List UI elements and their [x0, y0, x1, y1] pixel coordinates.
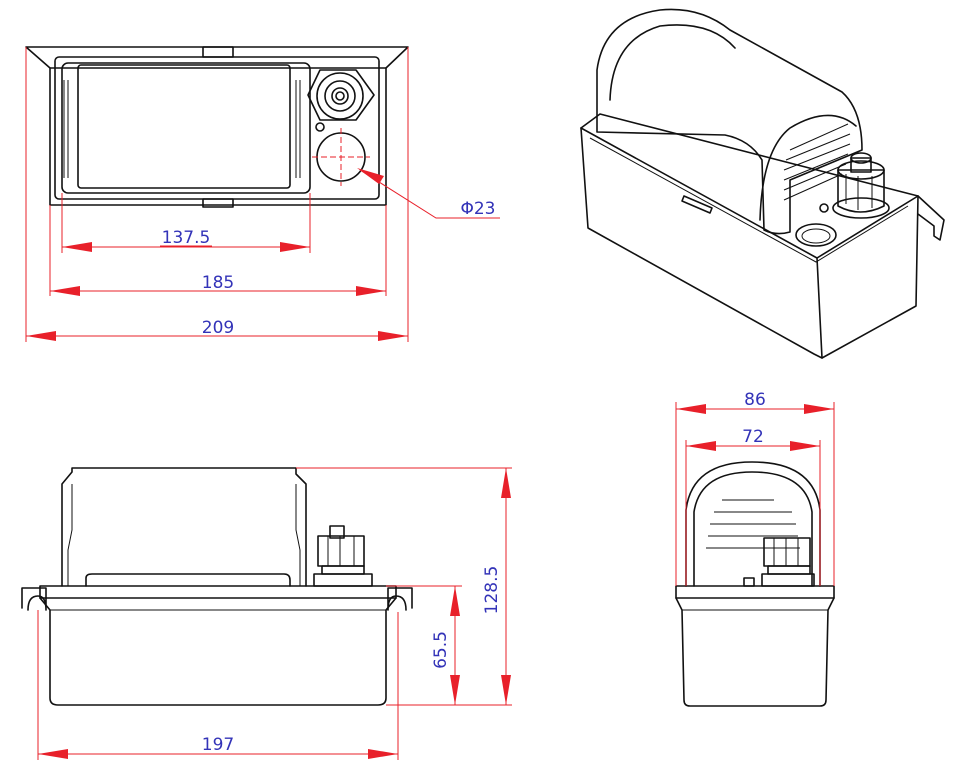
top-view-cover: [61, 62, 311, 194]
top-view-dimensions: 137.5 185 209 Φ23: [25, 47, 500, 342]
dim-185-arrow-left: [50, 286, 80, 296]
iso-tank-body: [580, 113, 919, 359]
iso-drain-hole: [795, 223, 837, 247]
top-view-cover-panel: [77, 64, 291, 189]
iso-vent-louvers: [783, 123, 851, 201]
side-view: [675, 461, 835, 707]
dim-label-128-5: 128.5: [482, 566, 502, 615]
dim-209-arrow-right: [378, 331, 408, 341]
dim-86-arrow-right: [804, 404, 834, 414]
dim-86-arrow-left: [676, 404, 706, 414]
dim-label-72: 72: [742, 427, 764, 447]
front-left-flange: [21, 587, 47, 611]
iso-motor-cover: [596, 8, 863, 235]
top-view: [25, 46, 409, 208]
front-motor-cover: [61, 467, 307, 587]
front-view: [21, 467, 413, 706]
side-outlet-nut: [743, 537, 815, 587]
dim-label-86: 86: [744, 390, 766, 410]
isometric-view: [580, 8, 945, 359]
top-view-small-hole: [315, 122, 325, 132]
top-view-tab-upper: [202, 46, 234, 58]
dim-209-arrow-left: [26, 331, 56, 341]
iso-right-tab: [917, 195, 945, 241]
dim-label-phi23: Φ23: [460, 199, 495, 219]
front-outlet-nut: [313, 525, 373, 587]
dim-label-185: 185: [202, 273, 234, 293]
dim-label-65-5: 65.5: [431, 631, 451, 669]
top-view-tab-lower: [202, 198, 234, 208]
side-tank: [675, 585, 835, 707]
dim-label-209: 209: [202, 318, 234, 338]
dim-72-arrow-right: [790, 441, 820, 451]
dim-65-arrow-top: [450, 586, 460, 616]
dim-185-arrow-right: [356, 286, 386, 296]
dim-72-arrow-left: [686, 441, 716, 451]
dim-137-arrow-left: [62, 242, 92, 252]
top-view-outlet-nut: [307, 69, 375, 121]
side-vent-louvers: [706, 499, 800, 549]
front-view-dimensions: 128.5 65.5 197: [37, 467, 512, 760]
front-right-flange: [387, 587, 413, 611]
dim-128-arrow-bottom: [501, 675, 511, 705]
side-view-dimensions: 86 72: [675, 390, 835, 586]
dim-197-arrow-right: [368, 749, 398, 759]
side-motor-cover: [685, 461, 821, 587]
dim-65-arrow-bottom: [450, 675, 460, 705]
dim-197-arrow-left: [38, 749, 68, 759]
dim-137-arrow-right: [280, 242, 310, 252]
front-tank: [39, 585, 397, 706]
dim-label-197: 197: [202, 735, 234, 755]
dim-label-137-5: 137.5: [162, 228, 211, 248]
iso-outlet-nut: [819, 152, 890, 219]
dim-128-arrow-top: [501, 468, 511, 498]
dim-phi23-arrow: [357, 168, 384, 184]
